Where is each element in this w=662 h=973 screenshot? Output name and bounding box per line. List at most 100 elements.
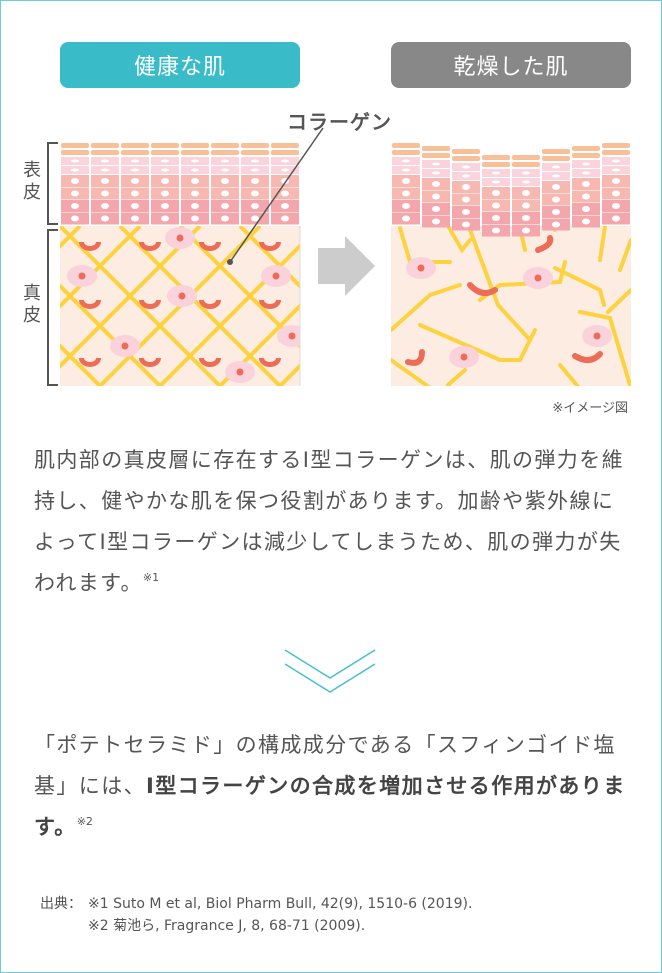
cell-nucleus — [281, 159, 289, 163]
horny-cell — [241, 143, 269, 148]
collagen-fiber — [97, 226, 262, 386]
cell-nucleus — [612, 168, 620, 172]
cell-nucleus — [432, 218, 440, 225]
elastin-fragment — [199, 300, 221, 309]
cell-nucleus — [221, 203, 229, 209]
elastin-fragment — [572, 351, 603, 363]
cell-nucleus — [161, 178, 169, 184]
horny-cell — [211, 143, 239, 148]
horny-cell — [151, 143, 179, 148]
fibroblast-nucleus — [178, 292, 186, 300]
collagen-fragment — [553, 266, 606, 307]
epidermis-column — [542, 149, 570, 231]
horny-cell — [61, 143, 89, 148]
collagen-fragment — [468, 228, 532, 342]
elastin-fragment — [199, 358, 221, 367]
cell-nucleus — [522, 202, 530, 209]
elastin-fragment — [467, 282, 498, 297]
cell-nucleus — [432, 162, 440, 166]
collagen-fiber — [60, 226, 142, 309]
fibroblast-nucleus — [417, 264, 425, 272]
elastin-fragment — [199, 242, 221, 251]
cell-nucleus — [582, 218, 590, 225]
elastin-fragment — [79, 358, 101, 367]
horny-cell — [572, 153, 600, 158]
cell-nucleus — [191, 159, 199, 163]
horny-cell — [422, 146, 450, 151]
horny-cell — [542, 156, 570, 161]
paragraph-collagen-role: 肌内部の真皮層に存在するⅠ型コラーゲンは、肌の弾力を維持し、健やかな肌を保つ役割… — [34, 440, 634, 604]
horny-cell — [151, 150, 179, 155]
cell-nucleus — [402, 168, 410, 172]
cell-nucleus — [492, 202, 500, 209]
horny-cell — [121, 143, 149, 148]
cell-nucleus — [582, 162, 590, 166]
collagen-fiber — [0, 226, 20, 420]
references-heading: 出典： — [40, 896, 82, 912]
cell-nucleus — [101, 159, 109, 163]
collagen-pointer-line — [229, 127, 324, 263]
cell-nucleus — [462, 174, 470, 178]
cell-nucleus — [251, 159, 259, 163]
cell-nucleus — [582, 181, 590, 187]
horny-cell — [392, 150, 420, 155]
horny-cell — [512, 155, 540, 160]
dry-skin-label: 乾燥した肌 — [391, 42, 631, 88]
horny-cell — [271, 150, 299, 155]
dry-skin-illustration — [391, 143, 631, 386]
cell-nucleus — [522, 190, 530, 196]
epidermis-column — [482, 155, 510, 237]
collagen-network — [0, 226, 300, 420]
image-note: ※イメージ図 — [552, 401, 628, 416]
epidermis-column — [452, 149, 480, 231]
horny-cell — [181, 150, 209, 155]
cell-nucleus — [221, 178, 229, 184]
collagen-fiber — [157, 243, 300, 386]
horny-cell — [542, 149, 570, 154]
fibroblast-nucleus — [272, 272, 280, 280]
collagen-fragment — [618, 238, 631, 272]
elastin-fragment — [405, 349, 425, 366]
cell-nucleus — [612, 215, 620, 222]
horny-cell — [241, 150, 269, 155]
elastin-fragment — [79, 300, 101, 309]
cell-nucleus — [582, 193, 590, 200]
epidermis-bracket — [47, 142, 58, 225]
horny-cell — [602, 150, 630, 155]
cell-nucleus — [71, 159, 79, 163]
epidermis-label: 表皮 — [22, 160, 42, 204]
horny-cell — [482, 162, 510, 167]
collagen-label: コラーゲン — [287, 110, 392, 134]
cell-nucleus — [101, 190, 109, 197]
cell-nucleus — [462, 165, 470, 169]
collagen-fragment — [598, 226, 607, 262]
horny-cell — [392, 143, 420, 148]
collagen-fragment — [446, 368, 467, 386]
cell-nucleus — [131, 190, 139, 197]
cell-nucleus — [251, 190, 259, 197]
cell-nucleus — [71, 178, 79, 184]
cell-nucleus — [582, 206, 590, 212]
cell-nucleus — [612, 159, 620, 163]
cell-nucleus — [131, 215, 139, 222]
horny-cell — [482, 155, 510, 160]
cell-nucleus — [101, 178, 109, 184]
collagen-fragment — [391, 283, 462, 332]
horny-cell — [572, 146, 600, 151]
reference-item: ※2 菊池ら, Fragrance J, 8, 68-71 (2009). — [88, 918, 366, 934]
epidermis-text: 表皮 — [23, 160, 41, 203]
collagen-fragment — [606, 288, 631, 314]
epidermis-column — [151, 143, 179, 225]
elastin-fragment — [535, 235, 554, 253]
cell-nucleus — [462, 221, 470, 228]
horny-cell — [512, 162, 540, 167]
collagen-fiber — [60, 226, 202, 369]
cell-nucleus — [161, 190, 169, 197]
cell-nucleus — [552, 221, 560, 228]
horny-cell — [61, 150, 89, 155]
cell-nucleus — [552, 209, 560, 215]
cell-nucleus — [71, 203, 79, 209]
skin-diagram — [0, 127, 631, 420]
cell-nucleus — [402, 215, 410, 222]
elastin-fragment — [259, 242, 281, 251]
